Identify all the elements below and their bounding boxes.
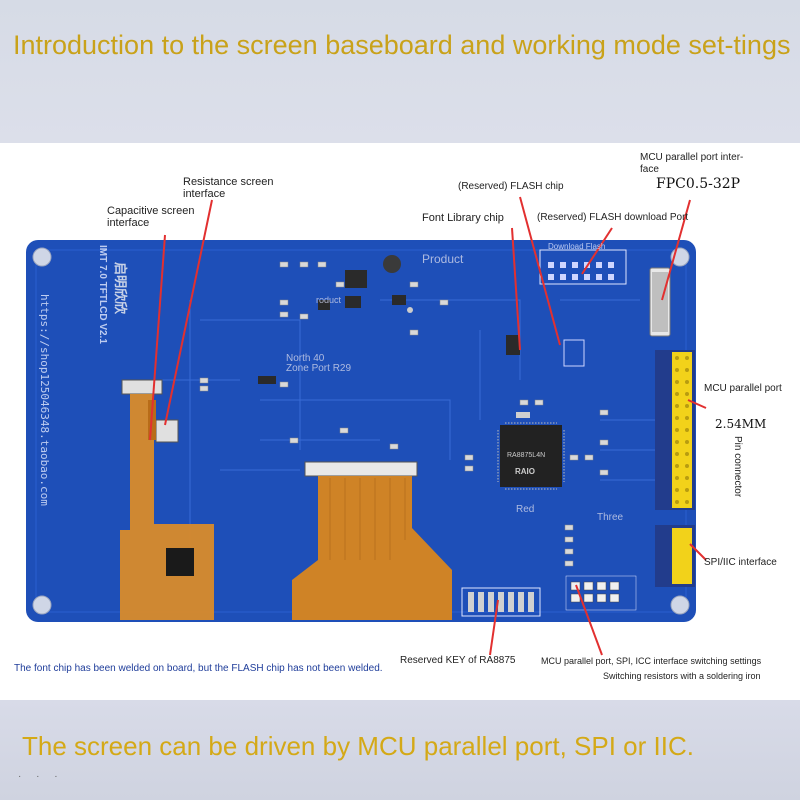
board-download-flash: Download Flash — [548, 242, 606, 251]
board-model: IMT 7.0 TFTLCD V2.1 — [97, 245, 108, 344]
label-mcu-top: MCU parallel port inter-face — [640, 152, 744, 175]
font-library-chip — [506, 335, 520, 355]
line-resistance — [164, 199, 213, 426]
line-capacitive — [149, 234, 166, 441]
footer-dots: · · · — [18, 771, 64, 782]
footer-band — [0, 700, 800, 800]
mount-hole-icon — [670, 595, 690, 615]
label-pitch: 2.54MM — [715, 417, 767, 431]
label-pin-connector: Pin connector — [732, 436, 743, 498]
touch-connector — [121, 379, 163, 395]
controller-chip — [500, 425, 562, 487]
line-key — [489, 599, 499, 656]
label-resistance: Resistance screen interface — [183, 176, 274, 200]
label-font-chip: Font Library chip — [422, 212, 504, 224]
chip-marking: RA8875L4N — [507, 452, 546, 459]
watermark-three: Three — [597, 512, 624, 523]
label-flash-port: (Reserved) FLASH download Port — [537, 212, 689, 223]
board-url: https://shop125046348.taobao.com — [38, 294, 51, 506]
board-brand: 启明欣欣 — [113, 262, 128, 315]
chip-brand: RAIO — [515, 467, 535, 476]
label-switching: MCU parallel port, SPI, ICC interface sw… — [541, 656, 762, 666]
label-switching-sub: Switching resistors with a soldering iro… — [603, 671, 761, 681]
header-band — [0, 0, 800, 143]
flash-download-header — [539, 249, 627, 285]
line-flash-chip — [519, 196, 561, 346]
label-reserved-key: Reserved KEY of RA8875 — [400, 655, 516, 666]
watermark-north: North 40 — [286, 353, 325, 364]
label-welded-note: The font chip has been welded on board, … — [14, 663, 383, 674]
footer-caption: The screen can be driven by MCU parallel… — [22, 731, 694, 761]
line-spi — [689, 543, 707, 561]
line-mcu-top — [661, 199, 691, 301]
watermark-zone: Zone Port R29 — [286, 363, 352, 374]
lcd-flex-cable — [292, 476, 452, 620]
page-title: Introduction to the screen baseboard and… — [13, 30, 791, 60]
label-spi-iic: SPI/IIC interface — [704, 557, 777, 568]
label-capacitive: Capacitive screen interface — [107, 205, 195, 229]
flash-chip-footprint — [563, 339, 585, 367]
label-flash-chip: (Reserved) FLASH chip — [458, 181, 564, 192]
line-switch — [575, 584, 603, 656]
watermark-red: Red — [516, 504, 535, 515]
line-font — [511, 227, 521, 351]
mount-hole-icon — [32, 247, 52, 267]
watermark-product-2: roduct — [316, 295, 342, 305]
watermark-product: Product — [422, 252, 464, 266]
line-flash-port — [581, 227, 613, 275]
label-mcu-side: MCU parallel port — [704, 383, 782, 394]
mount-hole-icon — [32, 595, 52, 615]
line-mcu-side — [687, 399, 707, 409]
label-fpc: FPC0.5-32P — [656, 176, 741, 192]
